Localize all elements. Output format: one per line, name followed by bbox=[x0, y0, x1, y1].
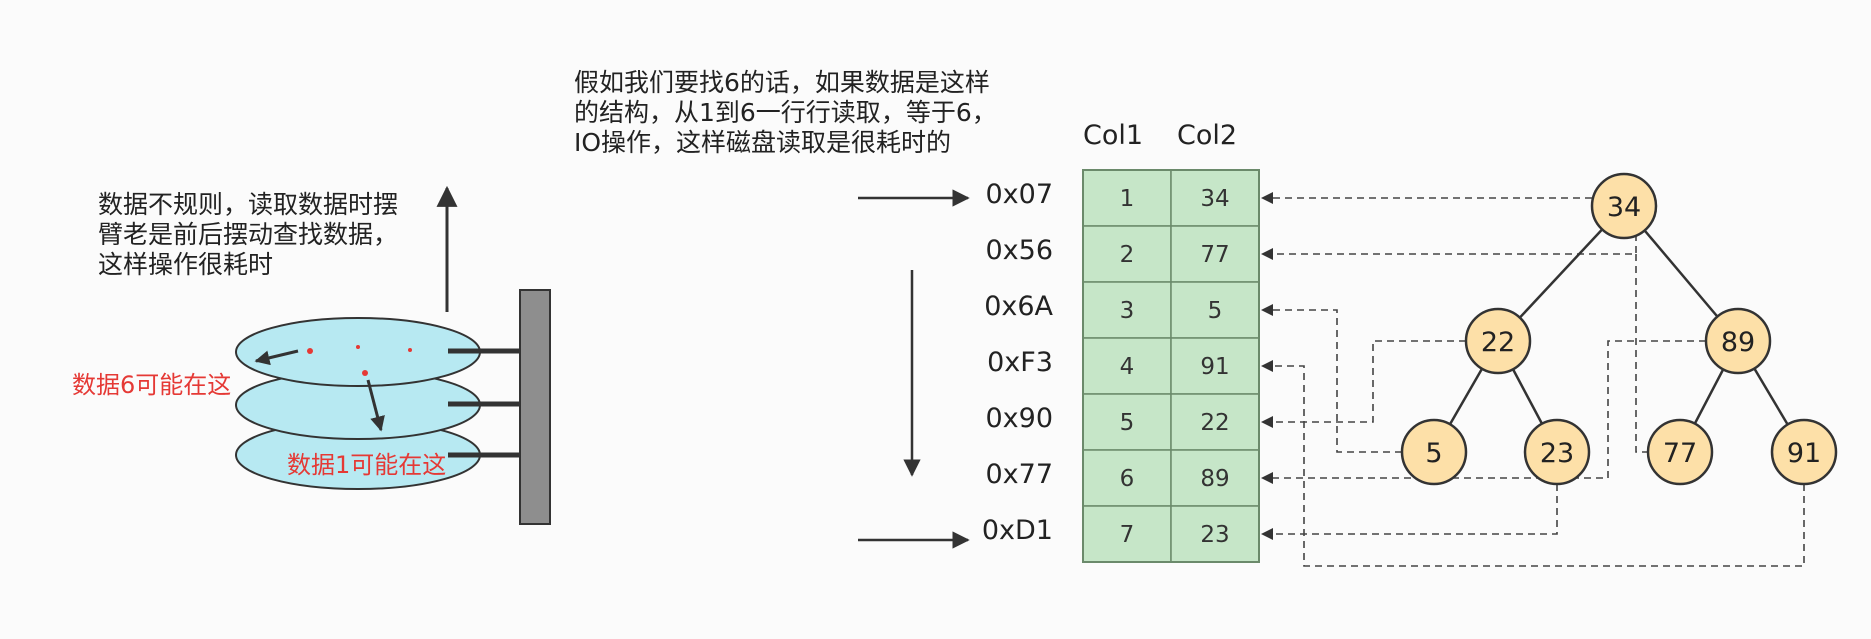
disk-note-line: 数据不规则，读取数据时摆 bbox=[98, 190, 399, 219]
disk-illustration bbox=[235, 185, 551, 525]
tree-node-label: 91 bbox=[1787, 438, 1821, 469]
table-pointers bbox=[858, 189, 970, 549]
cell-col1-value: 1 bbox=[1120, 186, 1135, 212]
table-note-line: 的结构，从1到6一行行读取，等于6， bbox=[574, 98, 997, 127]
row-address: 0x07 bbox=[985, 179, 1053, 210]
connector-line bbox=[1267, 340, 1466, 423]
row-address: 0xD1 bbox=[981, 515, 1053, 546]
table-border bbox=[1082, 169, 1260, 563]
cell-col2-value: 77 bbox=[1200, 242, 1229, 268]
disk-note-line: 臂老是前后摆动查找数据， bbox=[98, 220, 399, 249]
tree-node bbox=[1590, 172, 1658, 240]
cell-col1-value: 7 bbox=[1120, 522, 1135, 548]
cell-col2-value: 34 bbox=[1200, 186, 1229, 212]
connector-line bbox=[1267, 234, 1637, 255]
connector-line bbox=[1267, 365, 1805, 567]
data-dot bbox=[408, 348, 412, 352]
label-data1: 数据1可能在这 bbox=[287, 451, 447, 479]
connector-arrowhead bbox=[1261, 360, 1273, 372]
table-note: 假如我们要找6的话，如果数据是这样 的结构，从1到6一行行读取，等于6， IO操… bbox=[574, 68, 997, 158]
cell-col1-value: 5 bbox=[1120, 410, 1135, 436]
tree-node bbox=[1704, 307, 1772, 375]
connector-line bbox=[1267, 484, 1558, 535]
binary-tree: 34 22 89 5 23 77 91 bbox=[1400, 172, 1838, 486]
cell-col2-value: 91 bbox=[1200, 354, 1229, 380]
tree-node bbox=[1400, 418, 1468, 486]
cell-col1-value: 4 bbox=[1120, 354, 1135, 380]
tree-node-label: 77 bbox=[1663, 438, 1697, 469]
cell-col2-value: 22 bbox=[1200, 410, 1229, 436]
disk-note: 数据不规则，读取数据时摆 臂老是前后摆动查找数据， 这样操作很耗时 bbox=[98, 190, 398, 280]
row-address: 0x90 bbox=[985, 403, 1053, 434]
disk-platter-top bbox=[235, 317, 481, 387]
table-cell bbox=[1170, 225, 1260, 283]
seek-arrow bbox=[254, 349, 299, 366]
table-cell bbox=[1170, 337, 1260, 395]
cell-col2-value: 23 bbox=[1200, 522, 1229, 548]
connector-arrowhead bbox=[1261, 192, 1273, 204]
connector-arrowhead bbox=[1261, 416, 1273, 428]
cell-col2-value: 5 bbox=[1208, 298, 1223, 324]
tree-node-label: 89 bbox=[1721, 327, 1755, 358]
data-dot bbox=[307, 348, 313, 354]
tree-node-label: 34 bbox=[1607, 192, 1641, 223]
table-cell bbox=[1082, 449, 1172, 507]
table-note-line: IO操作，这样磁盘读取是很耗时的 bbox=[574, 128, 952, 157]
tree-node bbox=[1770, 418, 1838, 486]
data-dot bbox=[362, 370, 368, 376]
connector-line bbox=[1635, 254, 1648, 453]
row-address: 0x77 bbox=[985, 459, 1053, 490]
table-note-line: 假如我们要找6的话，如果数据是这样 bbox=[574, 68, 990, 97]
connector-line bbox=[1267, 309, 1402, 453]
column-header-col2: Col2 bbox=[1177, 120, 1238, 151]
label-data6: 数据6可能在这 bbox=[72, 371, 232, 399]
table-cell bbox=[1170, 169, 1260, 227]
disk-note-line: 这样操作很耗时 bbox=[98, 250, 274, 279]
row-address: 0x6A bbox=[984, 291, 1053, 322]
disk-actuator bbox=[519, 289, 551, 525]
tree-node-label: 23 bbox=[1540, 438, 1574, 469]
cell-col1-value: 3 bbox=[1120, 298, 1135, 324]
cell-col2-value: 89 bbox=[1200, 466, 1229, 492]
tree-node bbox=[1646, 418, 1714, 486]
data-table: 1 34 2 77 3 5 4 91 5 22 6 89 7 23 bbox=[1082, 169, 1260, 563]
tree-node-label: 22 bbox=[1481, 327, 1515, 358]
connector-arrowhead bbox=[1261, 528, 1273, 540]
cell-col1-value: 2 bbox=[1120, 242, 1135, 268]
row-address: 0x56 bbox=[985, 235, 1053, 266]
connector-arrowhead bbox=[1261, 304, 1273, 316]
data-dot bbox=[356, 345, 360, 349]
column-header-col1: Col1 bbox=[1083, 120, 1144, 151]
connector-arrowhead bbox=[1261, 248, 1273, 260]
seek-arrow bbox=[366, 379, 385, 432]
cell-col1-value: 6 bbox=[1120, 466, 1135, 492]
row-address: 0xF3 bbox=[987, 347, 1053, 378]
connector-arrowhead bbox=[1261, 472, 1273, 484]
tree-to-row-connectors bbox=[1261, 192, 1805, 567]
tree-node-label: 5 bbox=[1425, 438, 1442, 469]
table-cell bbox=[1170, 505, 1260, 563]
tree-node bbox=[1464, 307, 1532, 375]
tree-node bbox=[1523, 418, 1591, 486]
connector-line bbox=[1267, 340, 1706, 479]
